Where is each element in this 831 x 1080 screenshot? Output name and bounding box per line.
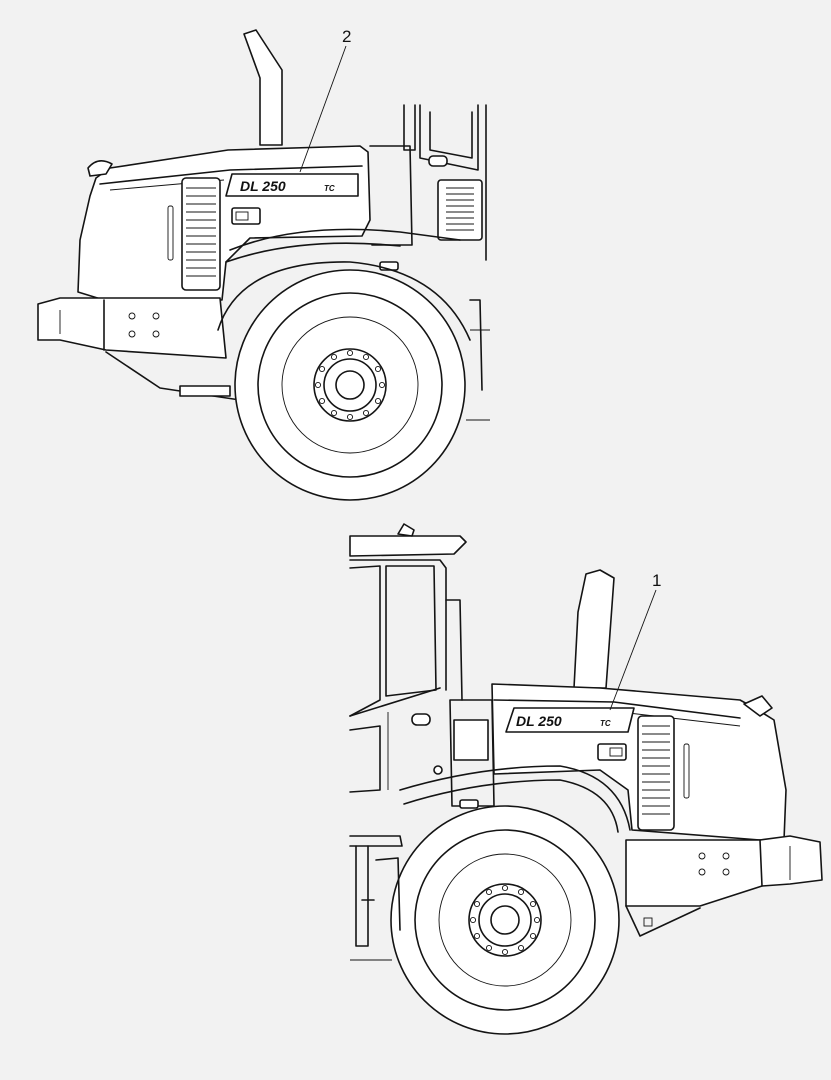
wheel-lugs xyxy=(469,884,541,956)
decal-model-text: DL 250 xyxy=(516,713,562,729)
loader-right-side-view: DL 250 TC xyxy=(37,27,490,501)
rear-wheel xyxy=(234,269,466,501)
cab-roof xyxy=(349,535,467,557)
counterweight-bolts xyxy=(698,852,730,876)
exhaust-stack xyxy=(243,29,283,146)
model-decal-right: DL 250 TC xyxy=(225,173,359,197)
rear-grille xyxy=(637,715,675,831)
rear-wheel xyxy=(390,805,620,1035)
callout-2-leader xyxy=(299,45,347,173)
rear-light xyxy=(87,160,113,177)
rear-fender xyxy=(217,261,471,341)
rear-grille-slats xyxy=(186,187,216,277)
counterweight-bolts xyxy=(128,312,160,338)
rear-step xyxy=(179,385,231,397)
loader-left-side-view: DL 250 TC xyxy=(349,523,823,1035)
callout-2-label: 2 xyxy=(342,27,351,46)
model-decal-left: DL 250 TC xyxy=(505,707,635,733)
exhaust-stack xyxy=(573,569,615,689)
wheel-lugs xyxy=(314,349,386,421)
rear-light xyxy=(743,695,773,717)
decal-model-text: DL 250 xyxy=(240,178,286,194)
rear-counterweight xyxy=(37,297,227,359)
cab-vent-grille xyxy=(446,187,474,231)
callout-1-leader xyxy=(609,589,657,711)
rear-grille xyxy=(181,177,221,291)
rear-grille-slats xyxy=(642,725,670,815)
cab xyxy=(349,559,463,793)
decal-model-suffix: TC xyxy=(324,184,335,193)
rear-counterweight xyxy=(625,835,823,907)
decal-model-suffix: TC xyxy=(600,719,611,728)
callout-1-label: 1 xyxy=(652,571,661,590)
cab xyxy=(403,104,487,261)
